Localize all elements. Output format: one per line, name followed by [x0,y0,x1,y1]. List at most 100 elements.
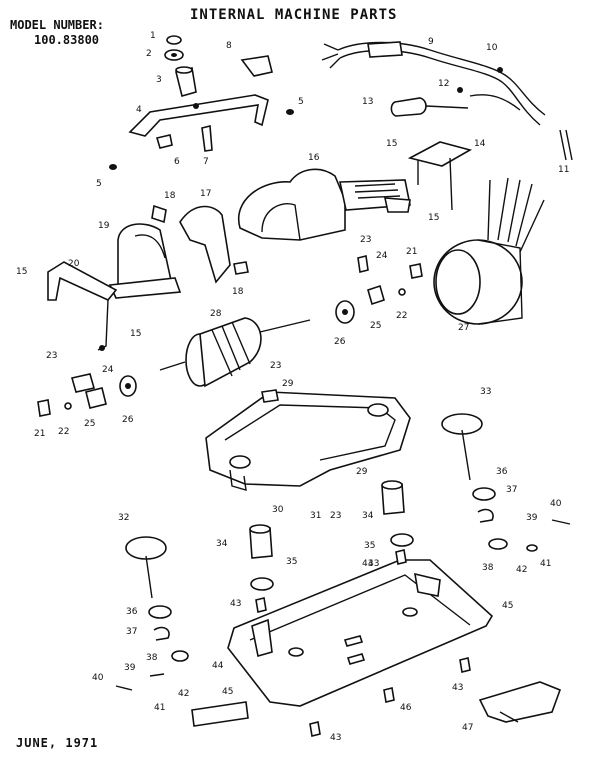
callout-13: 13 [362,97,373,107]
callout-1: 1 [150,31,156,41]
part-field-coil [433,177,545,325]
callout-34a: 34 [216,539,228,549]
callout-labels: 1 2 3 4 5 5 6 7 8 9 10 11 12 13 14 15 15… [16,31,569,743]
callout-7: 7 [203,157,209,167]
part-blade-guard [108,223,182,299]
callout-40b: 40 [92,673,104,683]
callout-23c: 23 [270,361,281,371]
callout-22a: 22 [396,311,407,321]
callout-41a: 41 [540,559,551,569]
callout-11: 11 [558,165,569,175]
part-power-cord [321,41,573,161]
callout-39b: 39 [124,663,136,673]
part-bearing-bracket [128,94,269,137]
callout-43d: 43 [330,733,341,743]
callout-5b: 5 [96,179,102,189]
callout-38b: 38 [146,653,158,663]
revision-date: JUNE, 1971 [16,736,99,750]
callout-24b: 24 [102,365,114,375]
callout-23d: 23 [330,511,341,521]
callout-27: 27 [458,323,469,333]
callout-23b: 23 [46,351,57,361]
callout-28: 28 [210,309,222,319]
callout-37a: 37 [506,485,517,495]
callout-45b: 45 [502,601,513,611]
part-gear-32 [125,536,189,662]
part-motor-base [205,389,411,491]
callout-8: 8 [226,41,232,51]
part-bushing-35 [250,533,414,591]
callout-15c: 15 [16,267,27,277]
callout-43b: 43 [230,599,241,609]
part-bed-plate [227,559,494,707]
callout-33: 33 [480,387,491,397]
callout-15a: 15 [386,139,397,149]
callout-9: 9 [428,37,434,47]
callout-43c: 43 [452,683,463,693]
callout-38a: 38 [482,563,494,573]
callout-29a: 29 [282,379,294,389]
callout-35b: 35 [364,541,375,551]
callout-15d: 15 [130,329,141,339]
callout-16: 16 [308,153,320,163]
part-motor-housing [237,168,411,241]
part-end-bracket [47,261,118,351]
callout-37b: 37 [126,627,137,637]
callout-14: 14 [474,139,486,149]
part-deflector [151,204,249,284]
callout-42b: 42 [178,689,189,699]
part-bearing-sleeve [175,66,197,97]
callout-32: 32 [118,513,129,523]
callout-19: 19 [98,221,110,231]
callout-26a: 26 [334,337,346,347]
callout-36a: 36 [496,467,508,477]
callout-43e: 43 [362,559,373,569]
callout-4: 4 [136,105,142,115]
callout-24a: 24 [376,251,388,261]
callout-2: 2 [146,49,152,59]
callout-3: 3 [156,75,162,85]
callout-18b: 18 [232,287,244,297]
part-bushing-34 [249,480,405,559]
callout-15b: 15 [428,213,439,223]
callout-23a: 23 [360,235,371,245]
callout-43a: 43 [368,559,379,569]
part-capacitor [390,97,469,117]
part-gear-38 [115,519,571,691]
callout-47: 47 [462,723,473,733]
callout-36b: 36 [126,607,138,617]
part-screw-top [109,109,294,170]
callout-31: 31 [310,511,321,521]
part-plate-45 [191,701,249,727]
callout-34b: 34 [362,511,374,521]
part-gear-33 [441,413,496,523]
part-switch-bracket [407,141,473,211]
callout-20: 20 [68,259,80,269]
part-clip [240,55,273,77]
callout-21a: 21 [406,247,417,257]
callout-18a: 18 [164,191,176,201]
part-brush-set [357,255,423,306]
callout-35a: 35 [286,557,297,567]
model-number-label: MODEL NUMBER: [10,18,104,32]
callout-46: 46 [400,703,412,713]
model-number-value: 100.83800 [34,33,100,47]
callout-5a: 5 [298,97,304,107]
callout-29b: 29 [356,467,368,477]
callout-30: 30 [272,505,284,515]
part-foot-47 [478,681,562,723]
callout-25a: 25 [370,321,381,331]
callout-21b: 21 [34,429,45,439]
callout-12: 12 [438,79,449,89]
callout-44: 44 [212,661,224,671]
callout-40a: 40 [550,499,562,509]
callout-25b: 25 [84,419,95,429]
diagram-title: INTERNAL MACHINE PARTS [190,7,398,23]
callout-17: 17 [200,189,211,199]
callout-42a: 42 [516,565,527,575]
callout-6: 6 [174,157,180,167]
callout-45a: 45 [222,687,233,697]
part-screws-43 [255,549,471,737]
